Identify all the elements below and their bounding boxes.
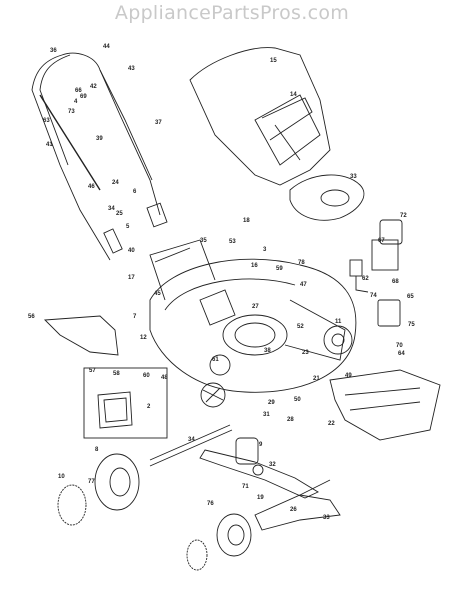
part-callout: 63 xyxy=(43,118,50,124)
watermark: AppliancePartsPros.com xyxy=(114,2,350,24)
part-callout: 12 xyxy=(140,335,147,341)
rear-chute xyxy=(329,369,441,441)
part-callout: 44 xyxy=(103,44,110,50)
part-callout: 17 xyxy=(128,275,135,281)
part-callout: 73 xyxy=(68,109,75,115)
part-callout: 14 xyxy=(290,92,297,98)
part-callout: 47 xyxy=(300,282,307,288)
part-callout: 60 xyxy=(143,373,150,379)
part-callout: 59 xyxy=(276,266,283,272)
part-callout: 9 xyxy=(259,442,263,448)
part-callout: 5 xyxy=(126,224,130,230)
part-callout: 38 xyxy=(264,348,271,354)
part-callout: 40 xyxy=(128,248,135,254)
part-callout: 41 xyxy=(46,142,53,148)
part-callout: 43 xyxy=(128,66,135,72)
part-callout: 33 xyxy=(323,515,330,521)
part-callout: 31 xyxy=(263,412,270,418)
part-callout: 68 xyxy=(392,279,399,285)
part-callout: 71 xyxy=(242,484,249,490)
part-callout: 19 xyxy=(257,495,264,501)
part-callout: 64 xyxy=(398,351,405,357)
part-callout: 16 xyxy=(251,263,258,269)
part-callout: 3 xyxy=(263,247,267,253)
part-callout: 2 xyxy=(147,404,151,410)
part-callout: 78 xyxy=(298,260,305,266)
part-callout: 56 xyxy=(28,314,35,320)
part-callout: 76 xyxy=(207,501,214,507)
part-callout: 75 xyxy=(408,322,415,328)
part-callout: 34 xyxy=(108,206,115,212)
blade xyxy=(199,449,319,499)
mower-deck xyxy=(149,239,357,393)
part-callout: 45 xyxy=(154,291,161,297)
inset-box xyxy=(83,367,168,439)
part-callout: 10 xyxy=(58,474,65,480)
part-callout: 50 xyxy=(294,397,301,403)
part-callout: 6 xyxy=(133,189,137,195)
part-callout: 27 xyxy=(252,304,259,310)
part-callout: 33 xyxy=(350,174,357,180)
part-callout: 69 xyxy=(80,94,87,100)
part-callout: 11 xyxy=(335,319,342,325)
part-callout: 18 xyxy=(243,218,250,224)
part-callout: 21 xyxy=(313,376,320,382)
part-callout: 32 xyxy=(269,462,276,468)
part-callout: 26 xyxy=(290,507,297,513)
part-callout: 57 xyxy=(89,368,96,374)
part-callout: 25 xyxy=(116,211,123,217)
part-callout: 65 xyxy=(407,294,414,300)
part-callout: 4 xyxy=(74,99,78,105)
part-callout: 8 xyxy=(95,447,99,453)
part-callout: 72 xyxy=(400,213,407,219)
battery-charger xyxy=(349,219,403,327)
part-callout: 52 xyxy=(297,324,304,330)
part-callout: 46 xyxy=(88,184,95,190)
side-chute xyxy=(43,315,119,356)
part-callout: 66 xyxy=(75,88,82,94)
part-callout: 42 xyxy=(90,84,97,90)
part-callout: 58 xyxy=(113,371,120,377)
part-callout: 15 xyxy=(270,58,277,64)
part-callout: 23 xyxy=(302,350,309,356)
mulch-cover xyxy=(289,174,365,221)
grass-bag xyxy=(189,47,331,186)
part-callout: 77 xyxy=(88,479,95,485)
part-callout: 53 xyxy=(229,239,236,245)
part-callout: 22 xyxy=(328,421,335,427)
part-callout: 74 xyxy=(370,293,377,299)
part-callout: 61 xyxy=(212,357,219,363)
part-callout: 29 xyxy=(268,400,275,406)
part-callout: 36 xyxy=(50,48,57,54)
part-callout: 39 xyxy=(96,136,103,142)
part-callout: 48 xyxy=(161,375,168,381)
part-callout: 49 xyxy=(345,373,352,379)
part-callout: 7 xyxy=(133,314,137,320)
handle-assembly xyxy=(31,52,168,261)
part-callout: 62 xyxy=(362,276,369,282)
part-callout: 34 xyxy=(188,437,195,443)
part-callout: 70 xyxy=(396,343,403,349)
part-callout: 67 xyxy=(378,238,385,244)
part-callout: 24 xyxy=(112,180,119,186)
part-callout: 35 xyxy=(200,238,207,244)
part-callout: 37 xyxy=(155,120,162,126)
part-callout: 28 xyxy=(287,417,294,423)
